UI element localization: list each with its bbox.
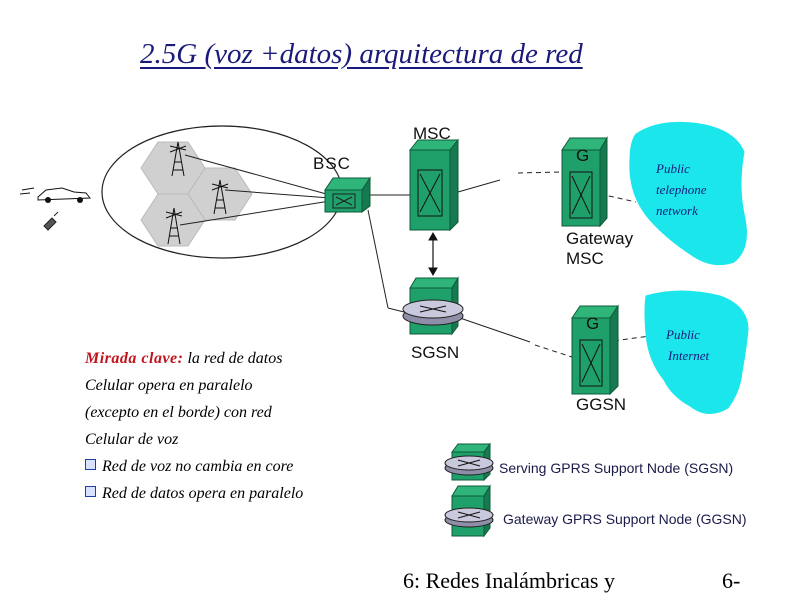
bsc-label: BSC (313, 154, 351, 173)
bullet-item: Red de datos opera en paralelo (85, 480, 303, 507)
handset-icon (43, 211, 59, 231)
gateway-badge: G (576, 146, 590, 165)
pstn-cloud-line: network (656, 203, 698, 218)
internet-cloud-line: Internet (668, 348, 710, 363)
internet-cloud-line: Public (666, 327, 700, 342)
cell-hexagon (140, 193, 206, 247)
antenna-tower-icon (165, 207, 183, 245)
key-insight-line: Celular de voz (85, 431, 179, 448)
key-insight-text: Mirada clave: la red de datos Celular op… (85, 345, 303, 507)
antenna-tower-icon (169, 141, 187, 177)
gateway-msc-label-line2: MSC (566, 249, 604, 268)
msc-node (408, 138, 460, 232)
key-insight-line: (excepto en el borde) con red (85, 404, 272, 421)
ggsn-badge: G (586, 314, 600, 333)
pstn-cloud-label: Public telephone network (656, 158, 707, 221)
footer-page-number: 6- (722, 568, 741, 593)
msc-sgsn-arrow (428, 231, 438, 277)
legend-ggsn-icon (444, 484, 494, 538)
key-insight-line: Celular opera en paralelo (85, 377, 253, 394)
pstn-cloud (629, 121, 747, 266)
pstn-cloud-line: Public (656, 161, 690, 176)
legend-sgsn-text: Serving GPRS Support Node (SGSN) (499, 460, 734, 476)
sgsn-label: SGSN (411, 343, 460, 362)
gateway-msc-node (561, 136, 608, 228)
key-insight-keyword: Mirada clave: (85, 350, 184, 367)
key-insight-line: Mirada clave: la red de datos (85, 345, 303, 372)
gateway-msc-label: Gateway MSC (566, 229, 633, 269)
legend-sgsn-icon (444, 442, 494, 482)
bullet-item: Red de voz no cambia en core (85, 453, 303, 480)
ggsn-label: GGSN (576, 395, 627, 414)
car-icon (19, 187, 92, 203)
bullet-box-icon (85, 459, 96, 470)
slide-title: 2.5G (voz +datos) arquitectura de red (140, 38, 583, 70)
msc-label: MSC (413, 124, 451, 143)
gateway-msc-label-line1: Gateway (566, 229, 634, 248)
key-insight-line1: la red de datos (183, 350, 283, 367)
bullet-text: Red de voz no cambia en core (102, 458, 294, 475)
ggsn-node (571, 304, 619, 396)
antenna-tower-icon (211, 179, 229, 215)
legend-ggsn-text: Gateway GPRS Support Node (GGSN) (503, 511, 747, 527)
pstn-cloud-line: telephone (656, 182, 707, 197)
footer-chapter: 6: Redes Inalámbricas y (403, 568, 615, 593)
bullet-text: Red de datos opera en paralelo (102, 485, 304, 502)
internet-cloud (644, 290, 749, 414)
bullet-box-icon (85, 486, 96, 497)
internet-cloud-label: Public Internet (666, 324, 709, 366)
sgsn-node (402, 276, 464, 336)
bsc-node (324, 176, 371, 213)
